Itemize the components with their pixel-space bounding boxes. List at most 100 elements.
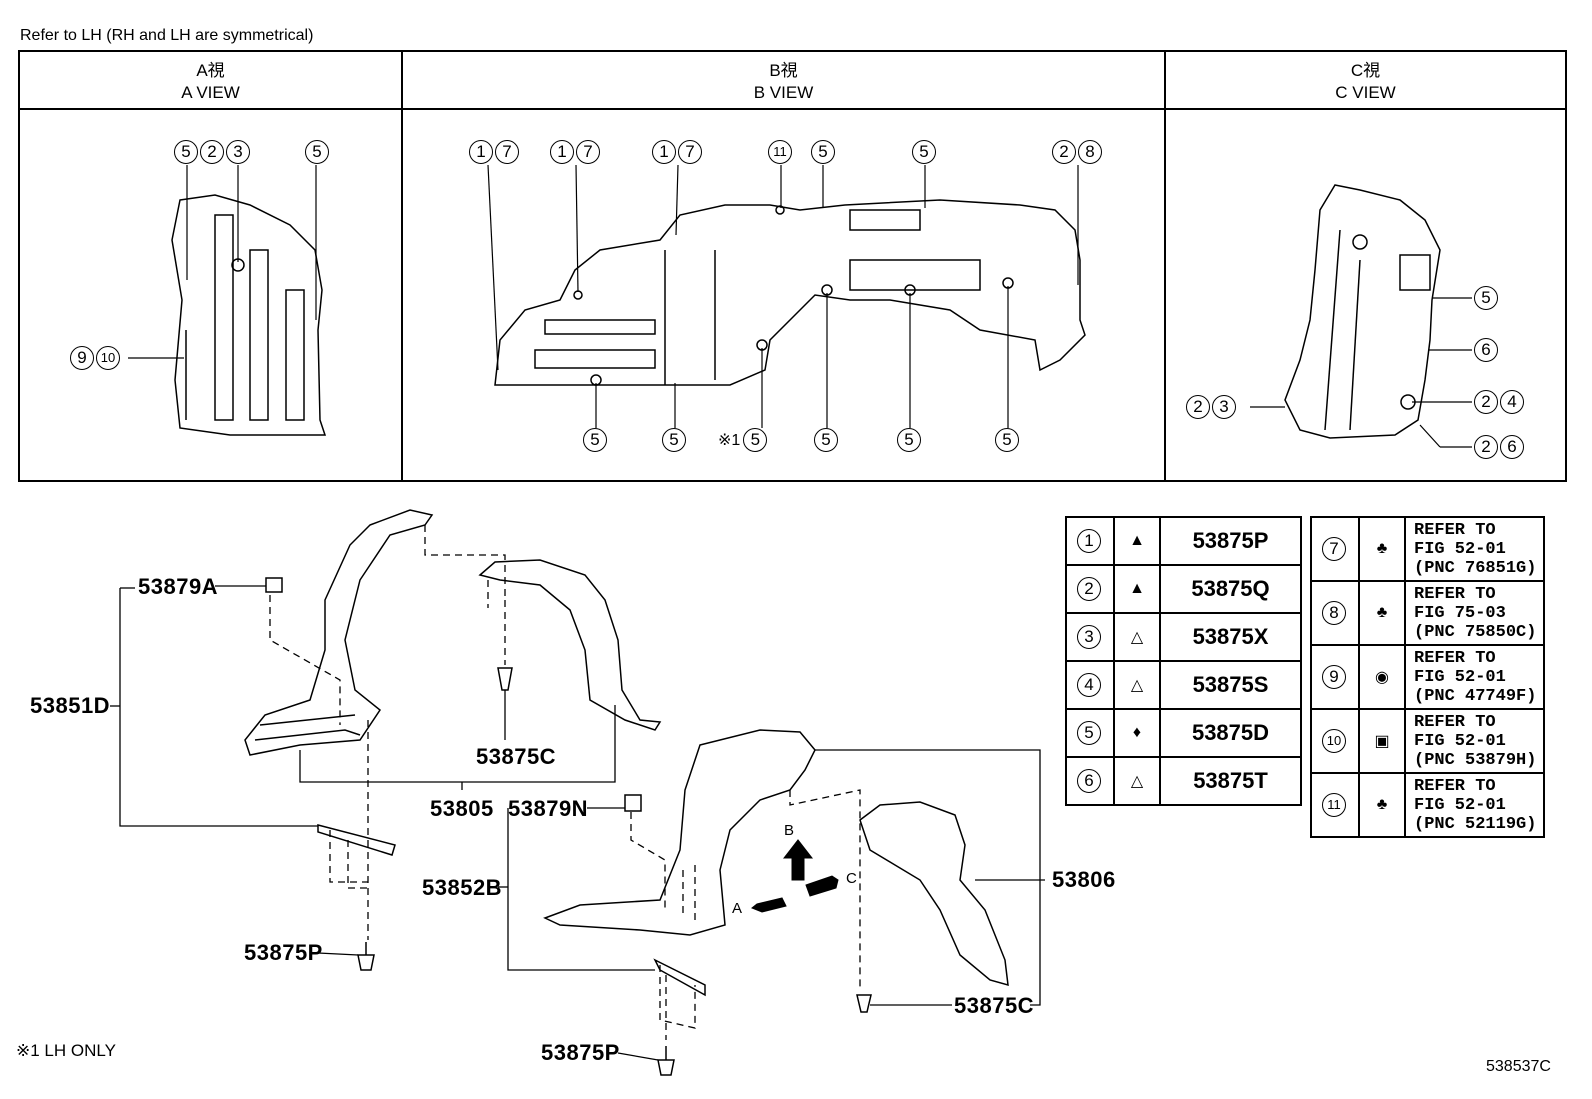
callout-num: 5 (811, 140, 835, 164)
legend-row: 4 △ 53875S (1065, 660, 1302, 710)
nut-icon: △ (1130, 629, 1144, 646)
view-a-en: A VIEW (181, 83, 240, 102)
pn-53805: 53805 (430, 796, 494, 821)
pn-53879n: 53879N (508, 796, 589, 821)
pn-53852b: 53852B (422, 875, 503, 900)
ref-line: REFER TO (1414, 776, 1496, 796)
callout-num: 8 (1078, 140, 1102, 164)
callout-num: 5 (897, 428, 921, 452)
callout-num: 7 (495, 140, 519, 164)
pn-53875c-2: 53875C (954, 993, 1035, 1018)
clip-53875c-1 (497, 667, 513, 691)
bolt-icon: ▲ (1129, 532, 1145, 549)
clip-icon: ♦ (1132, 724, 1142, 741)
b-callout-5-bot-6: 5 (995, 428, 1021, 452)
view-b-header: B視 B VIEW (402, 60, 1165, 104)
grommet-icon: ◉ (1375, 669, 1389, 686)
callout-num: 5 (174, 140, 198, 164)
callout-num: 11 (768, 140, 792, 164)
clip-53875c-2 (856, 994, 872, 1013)
callout-num: 6 (1474, 338, 1498, 362)
b-callout-11: 11 (768, 140, 794, 164)
arrow-a-label: A (732, 900, 743, 917)
arrow-b (782, 839, 814, 881)
b-callout-5-bot-5: 5 (897, 428, 923, 452)
b-callout-5-bot-4: 5 (814, 428, 840, 452)
pn-53851d: 53851D (30, 693, 111, 718)
ref-line: (PNC 53879H) (1414, 750, 1537, 770)
clip-icon: ♣ (1376, 796, 1388, 813)
legend-row: 2 ▲ 53875Q (1065, 564, 1302, 614)
views-frame (18, 50, 1567, 482)
b-view-part (494, 199, 1086, 386)
legend-num: 9 (1322, 665, 1346, 689)
ref-line: (PNC 52119G) (1414, 814, 1537, 834)
legend-num: 8 (1322, 601, 1346, 625)
legend-num: 2 (1077, 577, 1101, 601)
callout-num: 1 (469, 140, 493, 164)
b-callout-5-top-b: 5 (912, 140, 938, 164)
bolt-53875p-1 (357, 942, 375, 971)
legend-pn: 53875P (1159, 516, 1302, 566)
legend-row: 3 △ 53875X (1065, 612, 1302, 662)
legend-num: 4 (1077, 673, 1101, 697)
legend-num: 7 (1322, 537, 1346, 561)
arrow-c (805, 875, 839, 897)
liner-53805 (478, 559, 662, 731)
callout-num: 3 (1212, 395, 1236, 419)
callout-num: 5 (305, 140, 329, 164)
bolt-icon: ▲ (1129, 580, 1145, 597)
callout-num: 9 (70, 346, 94, 370)
callout-num: 10 (96, 346, 120, 370)
lh-only-mark: ※1 (718, 432, 741, 449)
legend-num: 5 (1077, 721, 1101, 745)
legend-row: 6 △ 53875T (1065, 756, 1302, 806)
view-a-jp: A視 (196, 61, 225, 80)
view-c-jp: C視 (1350, 61, 1381, 80)
pn-53875p-2: 53875P (541, 1040, 620, 1065)
arrow-c-label: C (846, 870, 857, 887)
liner-53806 (859, 801, 1009, 987)
c-callout-5: 5 (1474, 286, 1500, 310)
callout-num: 5 (662, 428, 686, 452)
legend-pn: 53875Q (1159, 564, 1302, 614)
figure-id: 538537C (1486, 1058, 1551, 1075)
footnote: ※1 LH ONLY (16, 1041, 116, 1060)
ref-line: (PNC 75850C) (1414, 622, 1537, 642)
pn-53875c-1: 53875C (476, 744, 557, 769)
callout-num: 5 (1474, 286, 1498, 310)
clip-53879n (624, 794, 642, 812)
callout-num: 5 (995, 428, 1019, 452)
callout-num: 2 (1052, 140, 1076, 164)
clip-icon: ♣ (1376, 540, 1388, 557)
legend-pn: 53875D (1159, 708, 1302, 758)
ref-line: REFER TO (1414, 712, 1496, 732)
legend-fasteners: 1 ▲ 53875P 2 ▲ 53875Q 3 △ 53875X 4 △ 538… (1065, 516, 1302, 806)
legend-num: 10 (1322, 729, 1346, 753)
callout-num: 6 (1500, 435, 1524, 459)
ref-line: REFER TO (1414, 584, 1496, 604)
ref-line: REFER TO (1414, 648, 1496, 668)
clip-icon: ♣ (1376, 604, 1388, 621)
legend-num: 11 (1322, 793, 1346, 817)
callout-num: 5 (912, 140, 936, 164)
pn-53879a: 53879A (138, 574, 219, 599)
b-callout-5-top-a: 5 (811, 140, 837, 164)
legend-pn: 53875S (1159, 660, 1302, 710)
view-c-header: C視 C VIEW (1165, 60, 1566, 104)
a-callout-5: 5 (305, 140, 331, 164)
arrow-a (751, 897, 787, 913)
b-callout-5-bot-2: 5 (662, 428, 688, 452)
callout-num: 5 (814, 428, 838, 452)
c-view-part (1284, 184, 1441, 439)
b-callout-5-bot-1: 5 (583, 428, 609, 452)
